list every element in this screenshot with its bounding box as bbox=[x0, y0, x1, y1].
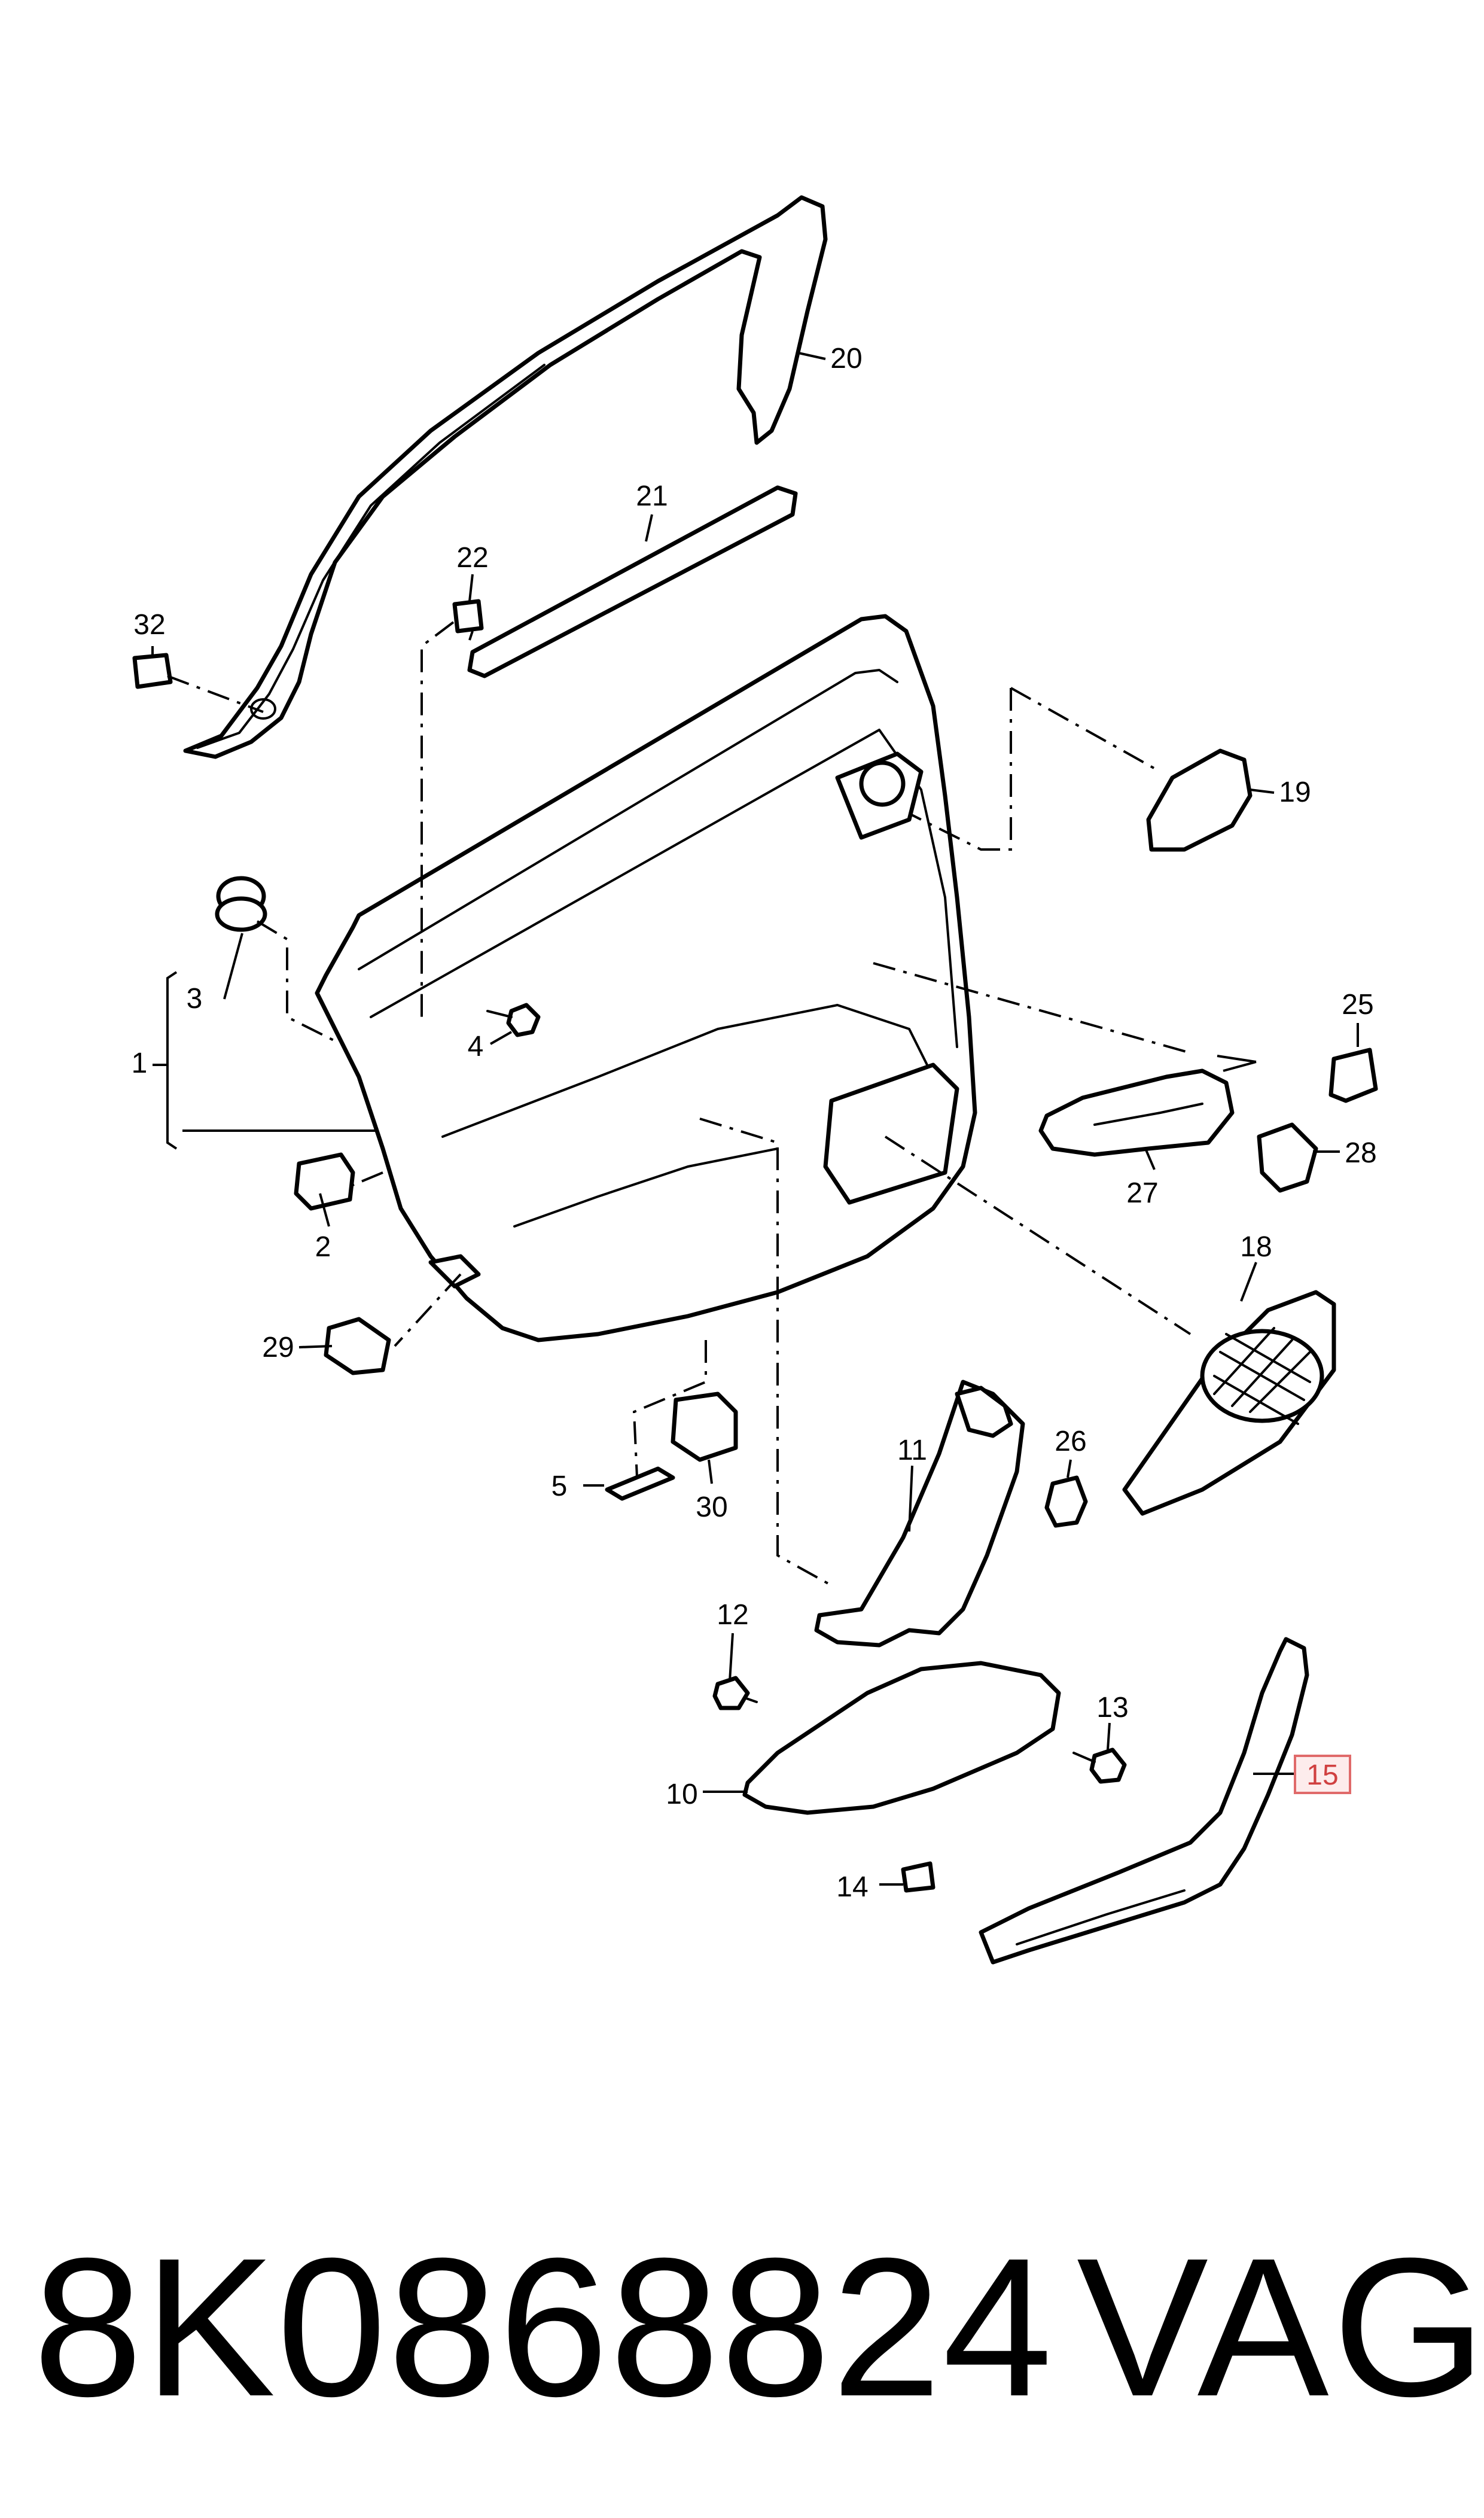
part-18-speaker-grille bbox=[1122, 1290, 1336, 1516]
callout-25: 25 bbox=[1342, 989, 1373, 1021]
part-11-armrest-insert bbox=[814, 1380, 1025, 1648]
footer: 8K0868824 VAG bbox=[0, 2202, 1484, 2453]
part-27-door-handle bbox=[1038, 1068, 1235, 1157]
callout-1: 1 bbox=[132, 1048, 148, 1079]
part-4-screw bbox=[486, 1003, 541, 1037]
callout-15: 15 bbox=[1306, 1759, 1338, 1791]
callout-21: 21 bbox=[636, 480, 668, 512]
part-28-insert bbox=[1257, 1122, 1318, 1193]
part-12-screw bbox=[712, 1676, 758, 1710]
callout-10: 10 bbox=[666, 1779, 697, 1810]
part-22-clip bbox=[452, 599, 484, 634]
callout-28: 28 bbox=[1345, 1137, 1376, 1169]
callout-14: 14 bbox=[836, 1871, 868, 1903]
callout-13: 13 bbox=[1096, 1692, 1128, 1724]
part-20-window-frame-trim bbox=[183, 195, 828, 759]
brand-name: VAG bbox=[1077, 2216, 1484, 2437]
part-14-clip bbox=[901, 1861, 936, 1893]
part-10-armrest-pad bbox=[742, 1661, 1061, 1815]
part-32-cover bbox=[132, 653, 173, 689]
callout-29: 29 bbox=[262, 1332, 294, 1363]
door-trim-panel bbox=[315, 614, 977, 1342]
part-13-screw bbox=[1072, 1747, 1127, 1784]
callout-19: 19 bbox=[1279, 777, 1311, 808]
callout-20: 20 bbox=[830, 343, 862, 374]
part-2-plug bbox=[294, 1152, 355, 1211]
part-5-insert bbox=[605, 1466, 675, 1501]
callout-12: 12 bbox=[717, 1599, 748, 1631]
callout-2: 2 bbox=[315, 1231, 331, 1263]
callout-27: 27 bbox=[1126, 1177, 1158, 1209]
assembly-lines bbox=[167, 621, 1192, 1587]
callout-26: 26 bbox=[1055, 1426, 1086, 1457]
part-29-lamp bbox=[324, 1317, 391, 1375]
part-21-window-strip bbox=[467, 485, 798, 678]
part-30-switch bbox=[671, 1392, 738, 1462]
part-19-cap bbox=[1146, 748, 1253, 852]
callout-11: 11 bbox=[897, 1435, 927, 1466]
callout-30: 30 bbox=[696, 1491, 727, 1523]
callout-4: 4 bbox=[468, 1031, 484, 1062]
leader-lines bbox=[151, 352, 1359, 1886]
callout-3: 3 bbox=[187, 983, 203, 1015]
callout-32: 32 bbox=[133, 609, 165, 641]
part-26-clip bbox=[1044, 1475, 1088, 1528]
callout-5: 5 bbox=[551, 1470, 568, 1502]
part-25-bezel bbox=[1328, 1048, 1378, 1103]
part-3-grommet bbox=[215, 876, 267, 932]
callout-22: 22 bbox=[456, 542, 488, 574]
part-number: 8K0868824 bbox=[33, 2216, 1054, 2437]
callout-labels: 1 2 3 4 5 10 11 12 13 14 15 18 19 20 21 … bbox=[132, 343, 1377, 1903]
callout-18: 18 bbox=[1240, 1231, 1272, 1263]
part-15-armrest-trim bbox=[979, 1637, 1309, 1965]
callout-15-highlight: 15 bbox=[1294, 1755, 1351, 1794]
